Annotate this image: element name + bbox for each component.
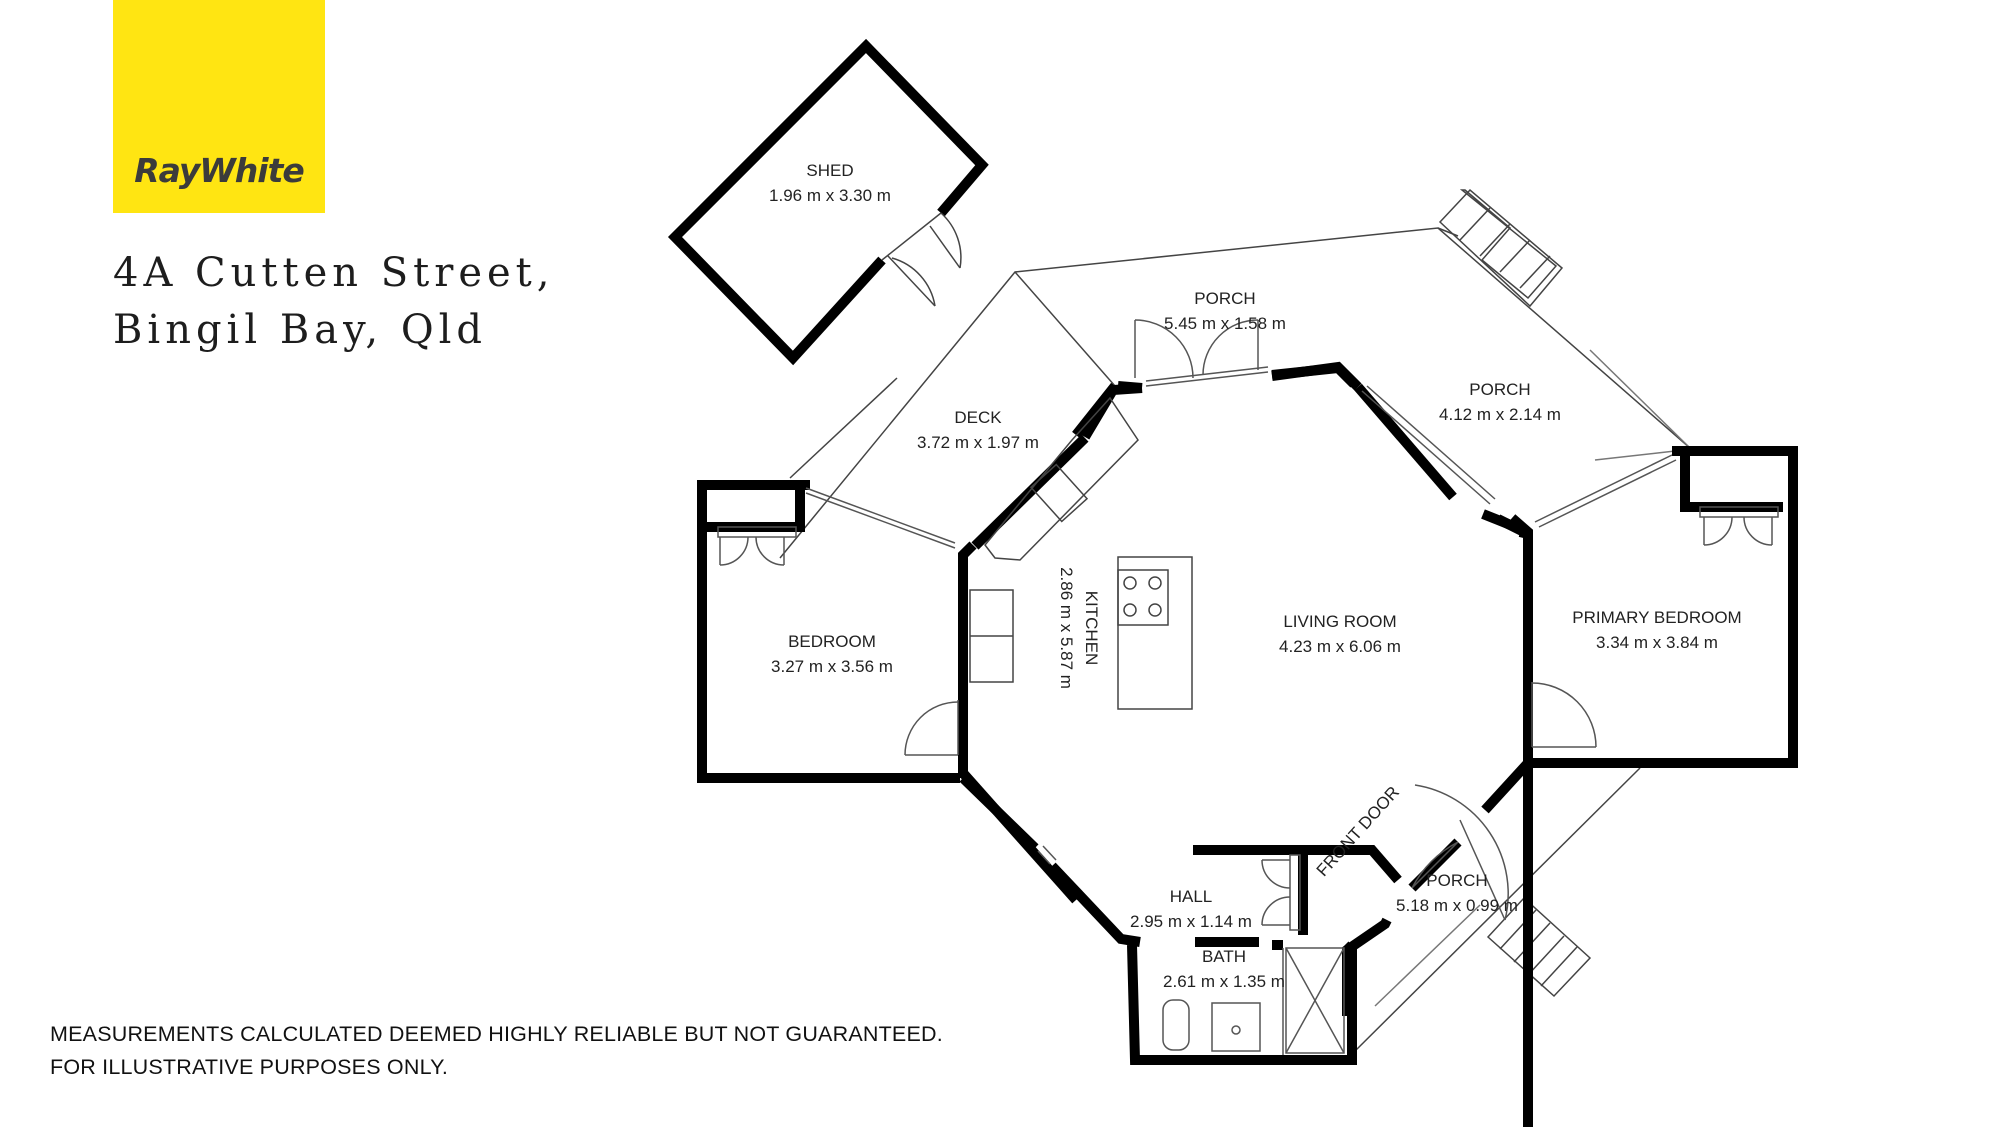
porch-east-name: PORCH — [1469, 380, 1530, 399]
kitchen-name: KITCHEN — [1082, 591, 1101, 666]
shed-door — [881, 212, 962, 307]
hall-bath-walls — [1127, 845, 1402, 1065]
hall-cupboard — [1261, 854, 1301, 931]
bath-size: 2.61 m x 1.35 m — [1163, 972, 1285, 991]
primary-wardrobe — [1699, 506, 1779, 546]
bedroom-size: 3.27 m x 3.56 m — [771, 657, 893, 676]
bedroom-window — [805, 487, 956, 549]
shed-walls — [667, 38, 989, 366]
living-room-name: LIVING ROOM — [1283, 612, 1396, 631]
deck-name: DECK — [954, 408, 1002, 427]
deck-size: 3.72 m x 1.97 m — [917, 433, 1039, 452]
primary-bedroom-name: PRIMARY BEDROOM — [1572, 608, 1741, 627]
front-door-swing — [1411, 784, 1509, 921]
primary-door — [1531, 682, 1597, 748]
porch-north-size: 5.45 m x 1.58 m — [1164, 314, 1286, 333]
outdoor-outlines — [779, 227, 1691, 1057]
primary-window — [1534, 454, 1677, 528]
disclaimer-line-2: FOR ILLUSTRATIVE PURPOSES ONLY. — [50, 1055, 449, 1079]
bath-fixtures — [1162, 947, 1345, 1055]
kitchen-size: 2.86 m x 5.87 m — [1057, 567, 1076, 689]
shed-size: 1.96 m x 3.30 m — [769, 186, 891, 205]
primary-bedroom-walls — [1528, 446, 1798, 768]
address-line-1: 4A Cutten Street, — [113, 250, 555, 296]
porch-south-name: PORCH — [1426, 871, 1487, 890]
disclaimer-line-1: MEASUREMENTS CALCULATED DEEMED HIGHLY RE… — [50, 1022, 943, 1046]
address-line-2: Bingil Bay, Qld — [113, 307, 488, 353]
hall-size: 2.95 m x 1.14 m — [1130, 912, 1252, 931]
porch-north-name: PORCH — [1194, 289, 1255, 308]
porch-south-size: 5.18 m x 0.99 m — [1396, 896, 1518, 915]
kitchen-counter — [969, 396, 1193, 710]
raywhite-logo: RayWhite — [113, 0, 325, 213]
hall-name: HALL — [1170, 887, 1213, 906]
bedroom-door — [904, 700, 959, 756]
porch-east-size: 4.12 m x 2.14 m — [1439, 405, 1561, 424]
stairs-north-east — [1438, 188, 1564, 308]
bedroom-name: BEDROOM — [788, 632, 876, 651]
living-room-size: 4.23 m x 6.06 m — [1279, 637, 1401, 656]
primary-bedroom-size: 3.34 m x 3.84 m — [1596, 633, 1718, 652]
shed-name: SHED — [806, 161, 853, 180]
porch-doors — [1134, 319, 1259, 379]
bath-name: BATH — [1202, 947, 1246, 966]
bedroom-wardrobe — [717, 526, 797, 566]
logo-wordmark: RayWhite — [134, 151, 305, 190]
octagon-windows — [1037, 366, 1496, 865]
